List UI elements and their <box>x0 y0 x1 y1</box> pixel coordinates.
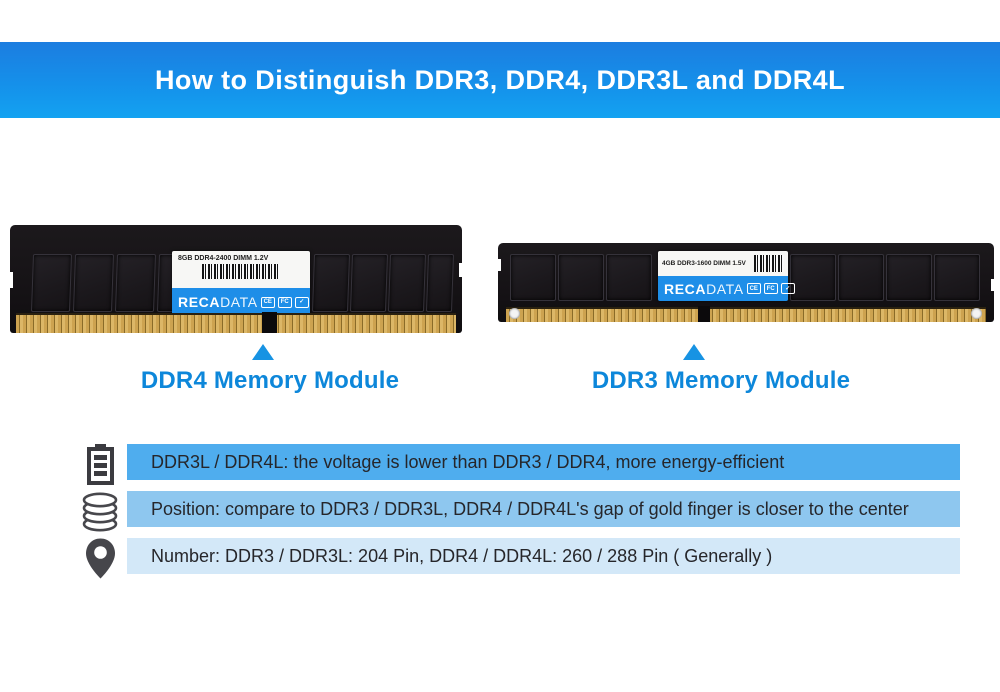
barcode <box>754 255 784 272</box>
memory-chip <box>838 254 884 301</box>
memory-chip <box>558 254 604 301</box>
memory-chip <box>114 254 157 312</box>
memory-chip <box>311 254 351 312</box>
info-row-number: Number: DDR3 / DDR3L: 204 Pin, DDR4 / DD… <box>0 538 1000 578</box>
gold-fingers <box>506 306 986 322</box>
brand-bold: RECA <box>178 294 221 310</box>
brand-bold: RECA <box>664 280 707 297</box>
ddr4-module-image: 8GB DDR4-2400 DIMM 1.2V RECADATA CE FC ✓ <box>8 225 464 333</box>
ddr4-caption: DDR4 Memory Module <box>140 367 400 394</box>
info-bar-position: Position: compare to DDR3 / DDR3L, DDR4 … <box>127 491 960 527</box>
battery-icon <box>80 442 120 486</box>
gold-fingers <box>16 312 456 333</box>
memory-chip <box>349 254 389 312</box>
mounting-hole <box>971 308 982 319</box>
pcb-edge-notch <box>459 263 464 277</box>
info-bar-number: Number: DDR3 / DDR3L: 204 Pin, DDR4 / DD… <box>127 538 960 574</box>
brand-light: DATA <box>220 294 258 310</box>
pointer-triangle-ddr4 <box>252 344 274 360</box>
location-pin-icon <box>80 536 120 580</box>
memory-chip <box>886 254 932 301</box>
memory-chip <box>790 254 836 301</box>
fcc-mark-icon: FC <box>277 296 292 308</box>
ddr3-module-image: 4GB DDR3-1600 DIMM 1.5V RECADATA CE FC ✓ <box>496 243 996 322</box>
memory-chip <box>72 254 115 312</box>
ddr3-caption: DDR3 Memory Module <box>591 367 851 394</box>
pcb-edge-notch <box>991 279 996 291</box>
memory-chip <box>30 254 73 312</box>
check-mark-icon: ✓ <box>780 283 795 294</box>
ddr3-label-sticker: 4GB DDR3-1600 DIMM 1.5V RECADATA CE FC ✓ <box>658 251 795 301</box>
barcode <box>202 264 280 279</box>
brand-light: DATA <box>706 280 744 297</box>
ddr4-label-sticker: 8GB DDR4-2400 DIMM 1.2V RECADATA CE FC ✓ <box>172 251 310 316</box>
fcc-mark-icon: FC <box>763 283 778 294</box>
key-notch <box>698 306 710 322</box>
certification-marks: CE FC ✓ <box>258 296 309 308</box>
info-bar-voltage: DDR3L / DDR4L: the voltage is lower than… <box>127 444 960 480</box>
memory-chip <box>510 254 556 301</box>
brand-logo: RECADATA <box>178 294 258 310</box>
database-icon <box>80 489 120 533</box>
memory-chip <box>425 254 455 312</box>
pcb-edge-notch <box>8 272 13 288</box>
info-row-voltage: DDR3L / DDR4L: the voltage is lower than… <box>0 443 1000 485</box>
memory-chip <box>934 254 980 301</box>
ddr4-spec-text: 8GB DDR4-2400 DIMM 1.2V <box>178 255 269 262</box>
title-banner: How to Distinguish DDR3, DDR4, DDR3L and… <box>0 42 1000 118</box>
memory-chip <box>387 254 427 312</box>
ddr3-spec-text: 4GB DDR3-1600 DIMM 1.5V <box>662 260 746 267</box>
info-row-position: Position: compare to DDR3 / DDR3L, DDR4 … <box>0 491 1000 532</box>
page-title: How to Distinguish DDR3, DDR4, DDR3L and… <box>155 65 845 95</box>
ce-mark-icon: CE <box>746 283 761 294</box>
brand-logo: RECADATA <box>664 281 744 297</box>
check-mark-icon: ✓ <box>294 296 309 308</box>
ce-mark-icon: CE <box>260 296 275 308</box>
certification-marks: CE FC ✓ <box>744 283 795 294</box>
memory-chip <box>606 254 652 301</box>
pcb-edge-notch <box>496 259 501 271</box>
mounting-hole <box>509 308 520 319</box>
pointer-triangle-ddr3 <box>683 344 705 360</box>
key-notch <box>262 312 277 333</box>
